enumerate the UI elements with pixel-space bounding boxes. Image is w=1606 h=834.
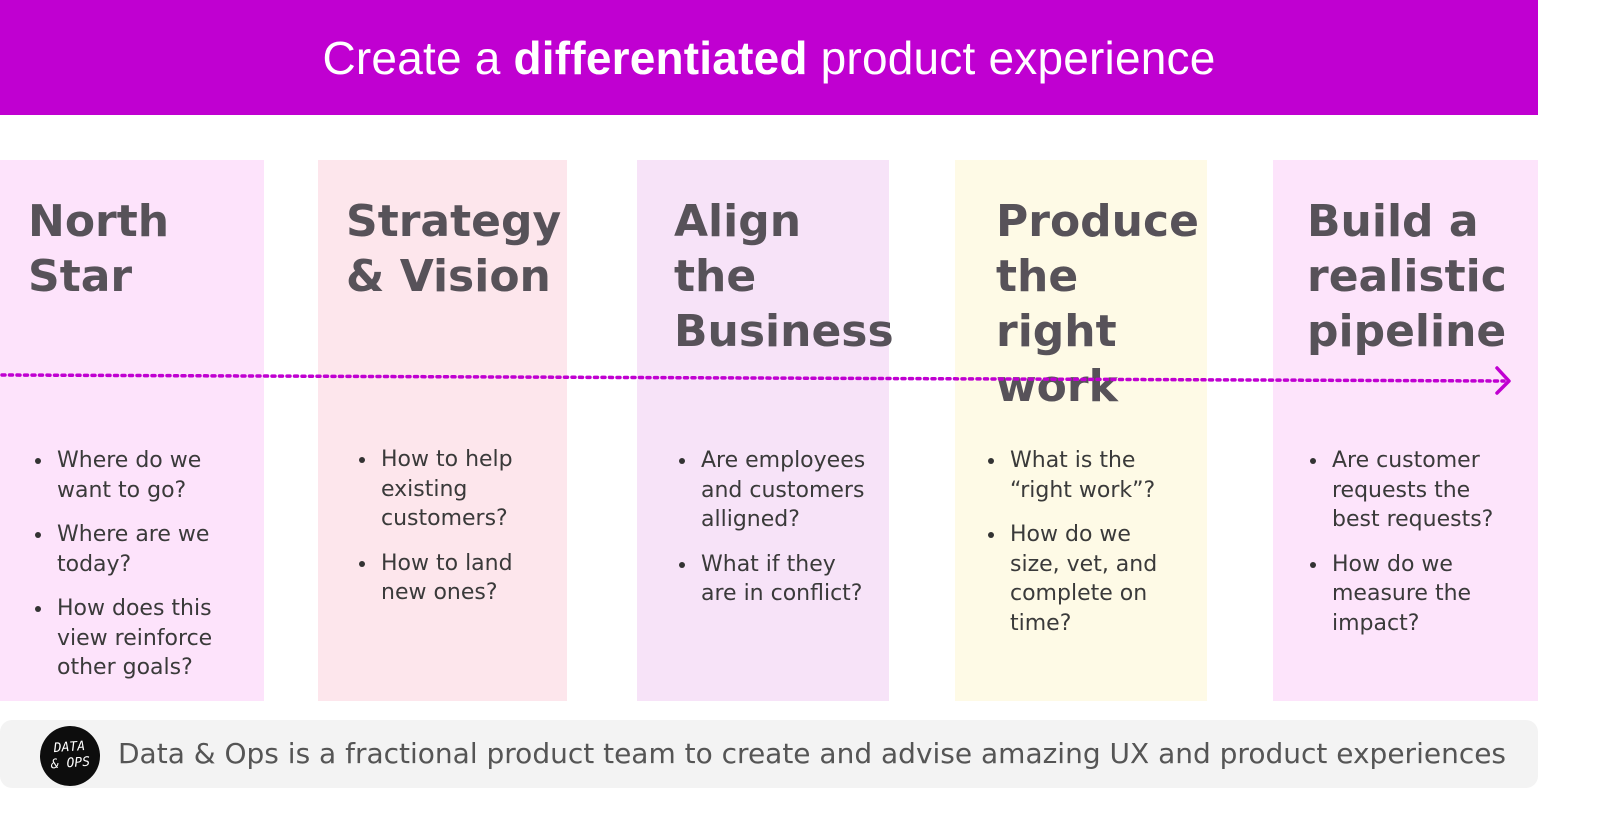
list-item: How do we size, vet, and complete on tim… <box>987 520 1157 638</box>
column-build-pipeline: Build a realistic pipeline Are customer … <box>1273 160 1538 701</box>
bullet-list: Are employees and customers alligned? Wh… <box>678 446 865 624</box>
list-item: How to land new ones? <box>359 549 513 608</box>
footer-bar: DATA & OPS Data & Ops is a fractional pr… <box>0 720 1538 789</box>
list-item: Are customer requests the best requests? <box>1309 446 1493 535</box>
data-ops-logo: DATA & OPS <box>37 723 103 789</box>
column-title: Strategy & Vision <box>346 196 562 302</box>
list-item: How does this view reinforce other goals… <box>34 594 212 683</box>
list-item: Are employees and customers alligned? <box>678 446 865 535</box>
list-item: What if they are in conflict? <box>678 550 865 609</box>
column-north-star: North Star Where do we want to go? Where… <box>0 160 264 701</box>
column-title: Build a realistic pipeline <box>1307 196 1507 357</box>
list-item: Where do we want to go? <box>34 446 212 505</box>
bullet-list: What is the “right work”? How do we size… <box>987 446 1157 653</box>
list-item: How do we measure the impact? <box>1309 550 1493 639</box>
list-item: What is the “right work”? <box>987 446 1157 505</box>
column-title: North Star <box>28 196 170 302</box>
column-align-business: Align the Business Are employees and cus… <box>637 160 894 701</box>
column-produce-work: Produce the right work What is the “righ… <box>955 160 1207 701</box>
bullet-list: Where do we want to go? Where are we tod… <box>34 446 212 698</box>
column-title: Align the Business <box>674 196 894 357</box>
footer-tagline: Data & Ops is a fractional product team … <box>118 737 1507 770</box>
header-banner: Create a differentiated product experien… <box>0 0 1538 115</box>
column-title: Produce the right work <box>996 196 1199 412</box>
list-item: How to help existing customers? <box>359 445 513 534</box>
list-item: Where are we today? <box>34 520 212 579</box>
bullet-list: Are customer requests the best requests?… <box>1309 446 1493 653</box>
bullet-list: How to help existing customers? How to l… <box>359 445 513 623</box>
column-strategy-vision: Strategy & Vision How to help existing c… <box>318 160 567 701</box>
page-title: Create a differentiated product experien… <box>322 31 1216 84</box>
